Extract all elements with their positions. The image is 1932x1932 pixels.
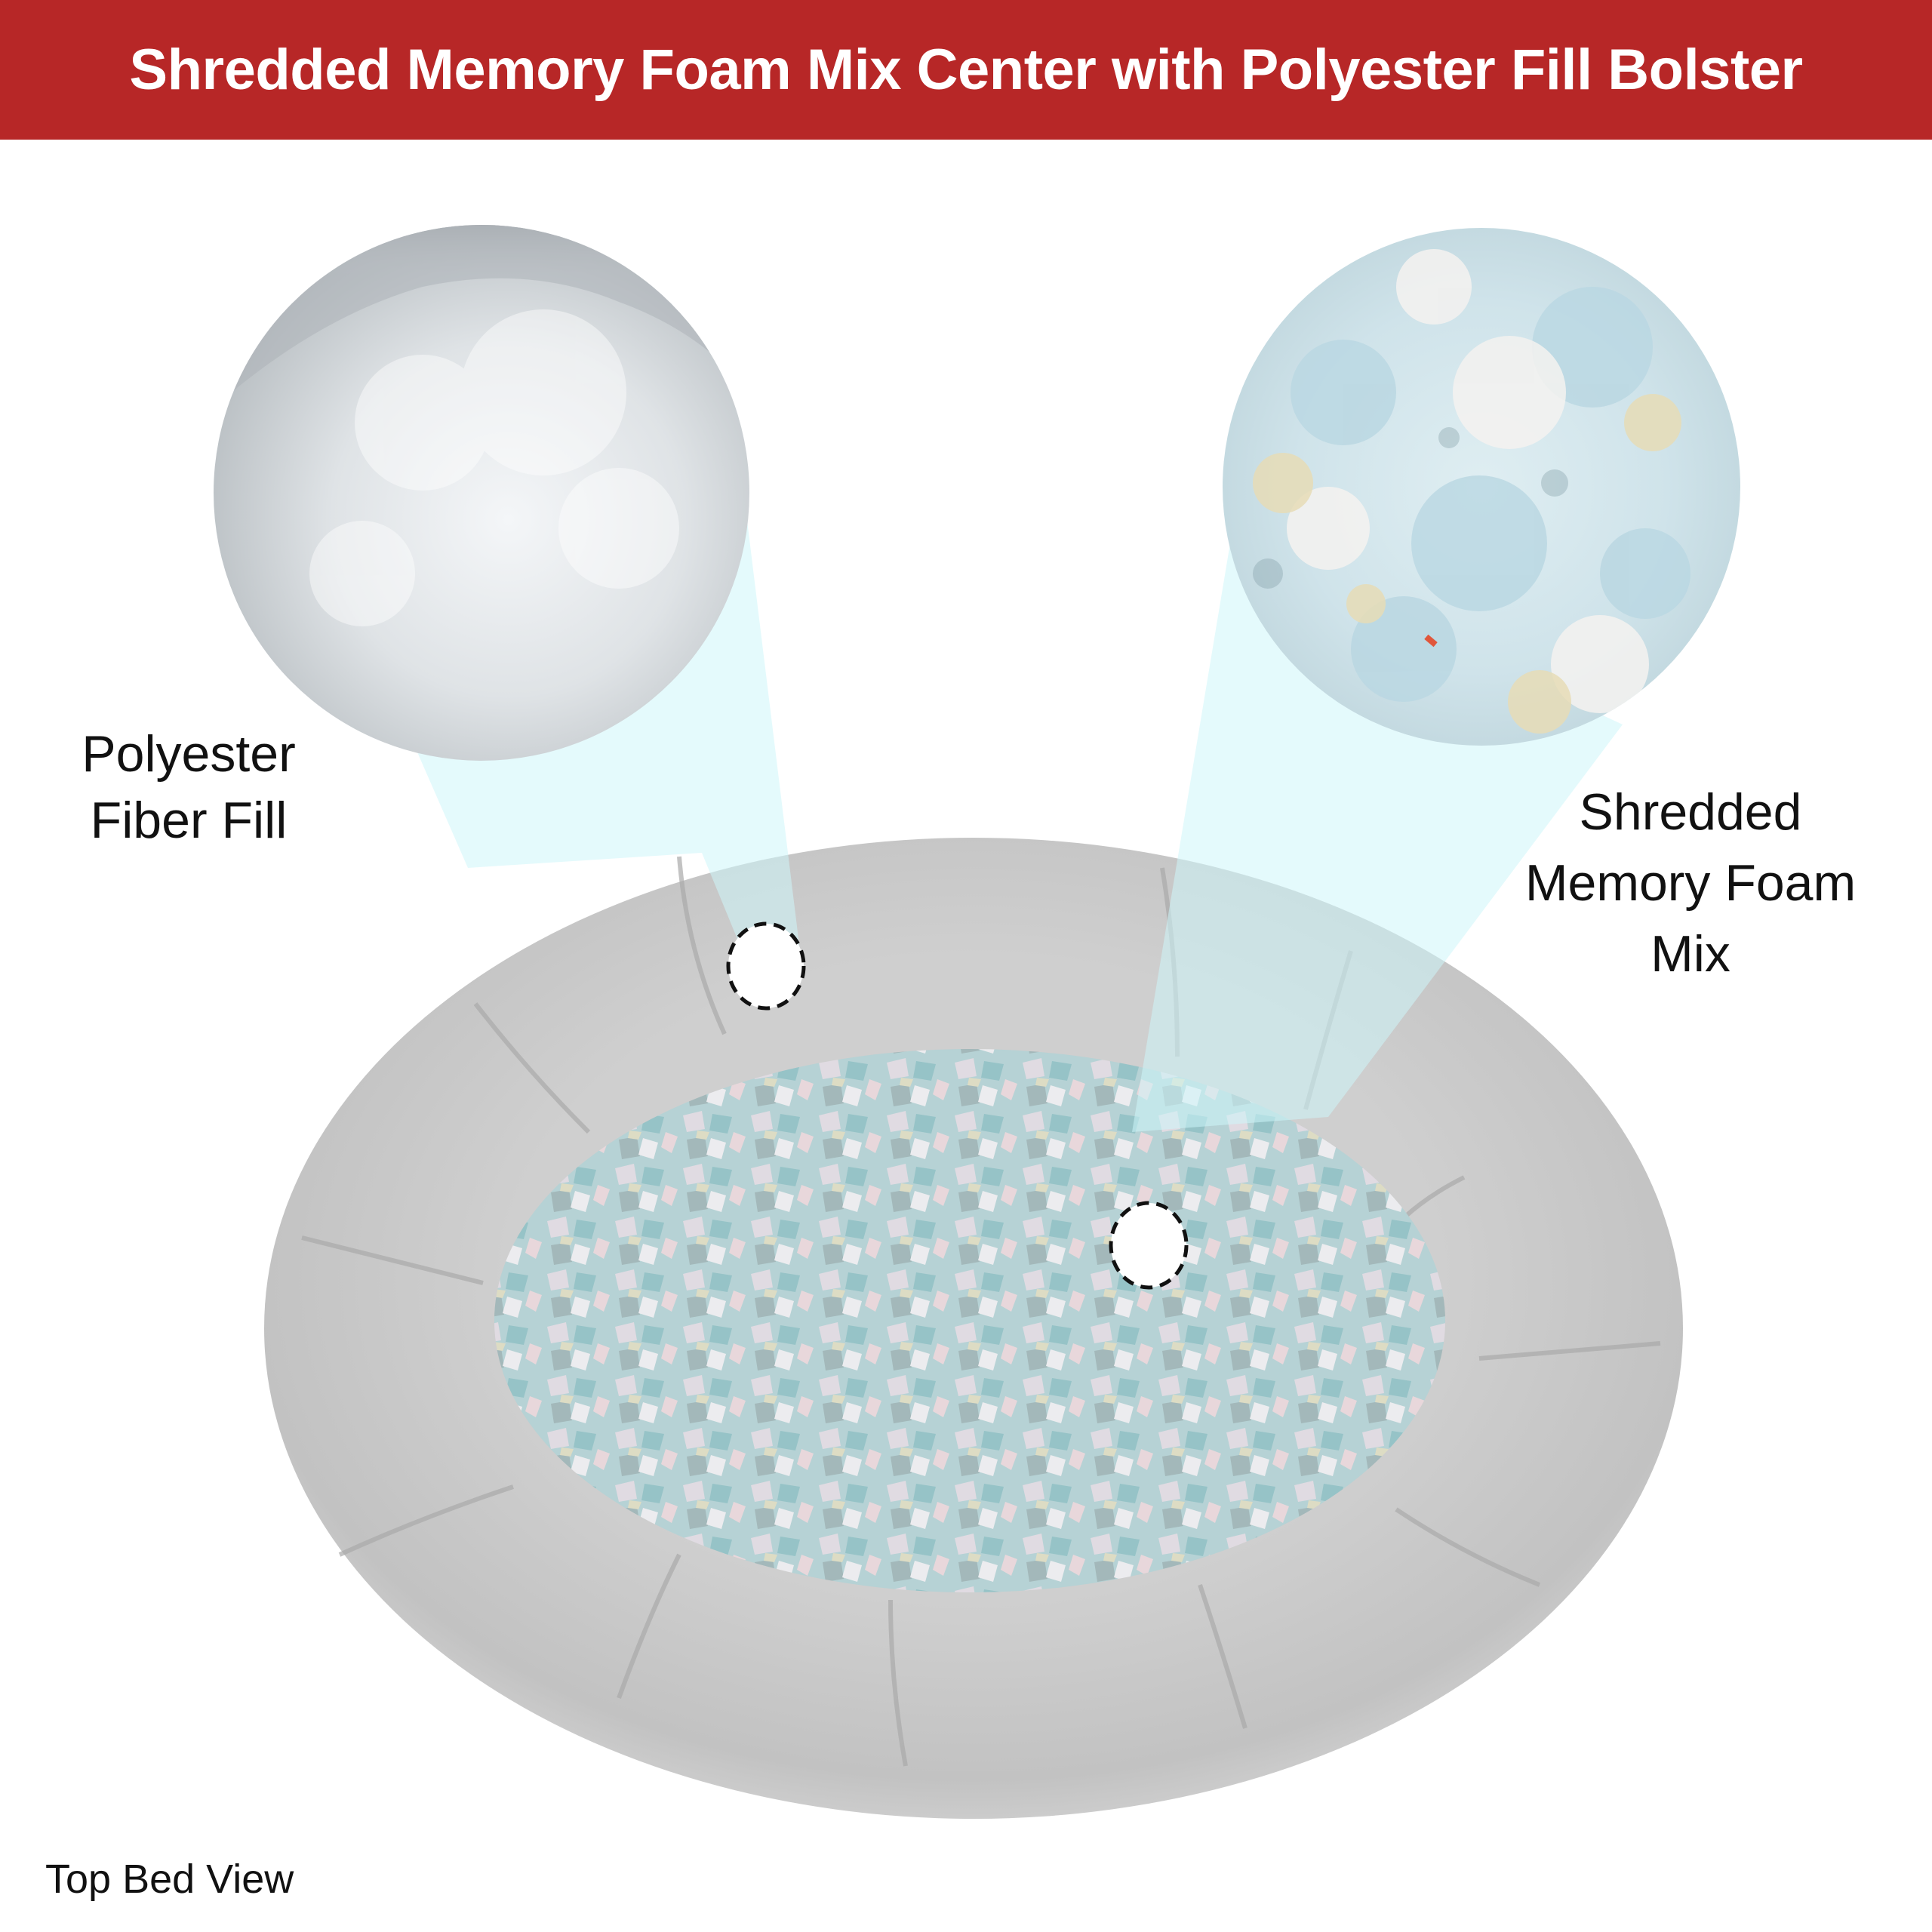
memory-foam-label-line-1: Shredded — [1579, 783, 1802, 841]
memory-foam-closeup-image — [1223, 228, 1740, 746]
polyester-closeup-image — [214, 225, 749, 761]
banner-title: Shredded Memory Foam Mix Center with Pol… — [129, 38, 1803, 102]
foam-marker — [1109, 1201, 1189, 1290]
memory-foam-label: Shredded Memory Foam Mix — [1479, 777, 1902, 989]
polyester-label: Polyester Fiber Fill — [38, 721, 340, 854]
view-caption: Top Bed View — [45, 1857, 294, 1902]
foam-center — [494, 1049, 1445, 1592]
polyester-marker — [726, 921, 806, 1011]
polyester-label-line-1: Polyester — [82, 725, 296, 783]
header-banner: Shredded Memory Foam Mix Center with Pol… — [0, 0, 1932, 140]
polyester-label-line-2: Fiber Fill — [90, 792, 288, 850]
memory-foam-label-line-3: Mix — [1651, 924, 1730, 983]
memory-foam-label-line-2: Memory Foam — [1524, 854, 1857, 912]
